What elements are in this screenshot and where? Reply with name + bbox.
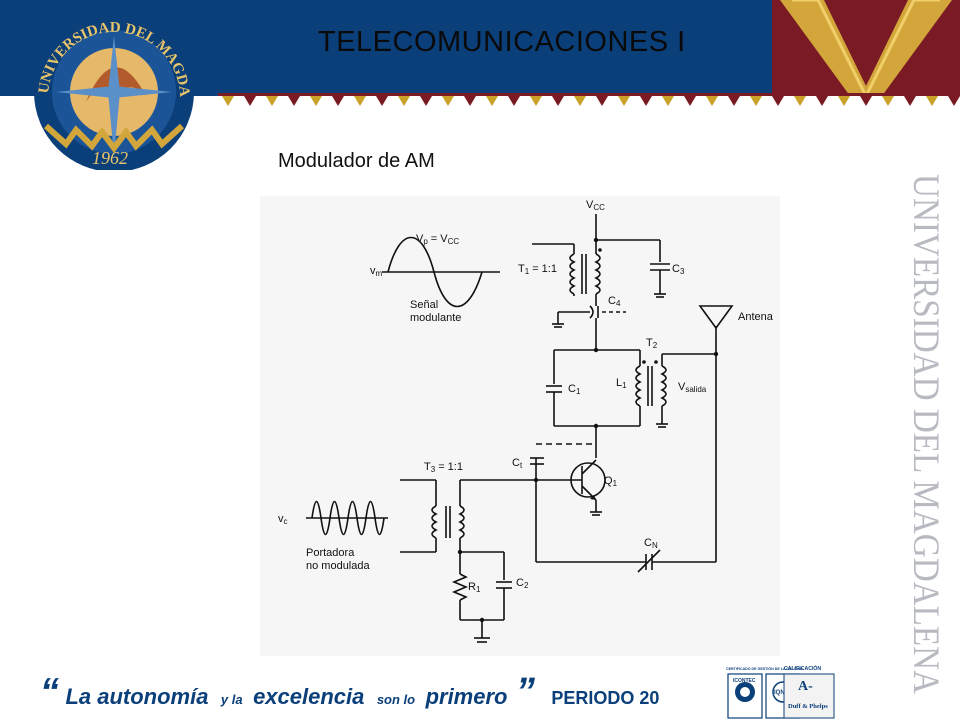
cert-title: CERTIFICADO DE GESTIÓN DE LA CALIDAD [726,666,803,671]
band-triangle [310,96,322,106]
band-triangle [288,96,300,106]
label-c1: C1 [568,383,581,396]
label-no-modulada: no modulada [306,560,370,572]
slogan-autonomia: La autonomía [65,684,208,709]
label-c4: C4 [608,295,621,308]
band-triangle [266,96,278,106]
label-portadora: Portadora [306,547,355,559]
band-triangle [574,96,586,106]
band-triangle [464,96,476,106]
l1-inductor [635,365,642,407]
t3-primary-coil [431,505,438,539]
slogan-y-la: y la [220,692,243,707]
band-triangle [750,96,762,106]
label-l1: L1 [616,377,627,390]
band-triangle [794,96,806,106]
rating-title: CALIFICACIÓN [784,664,821,672]
slide-subtitle: Modulador de AM [278,150,435,172]
label-modulante: modulante [410,312,461,324]
c4-capacitor [589,305,594,319]
slogan-primero: primero [425,684,508,709]
band-triangle [816,96,828,106]
band-triangle [222,96,234,106]
label-q1: Q1 [604,475,618,488]
university-logo: UNIVERSIDAD DEL MAGDALENA 1962 [26,6,194,170]
am-modulator-circuit: VCC Vp= VCC vm Señal modulante T1= 1:1 C… [278,199,774,643]
band-triangle [926,96,938,106]
page-title: TELECOMUNICACIONES I [318,26,686,58]
band-triangle [904,96,916,106]
antenna-symbol [698,305,734,330]
cert-iqnet: IQNet [774,690,790,696]
svg-text:“ La autonomía y la: “ La autonomía y la excelencia son lo pr… [40,672,660,713]
band-triangle [354,96,366,106]
r1-resistor [451,573,469,601]
circuit-background [260,196,780,656]
modulating-signal-wave [387,236,483,308]
band-triangle [442,96,454,106]
band-triangle [860,96,872,106]
band-triangle [332,96,344,106]
band-triangle [838,96,850,106]
vertical-university-name: UNIVERSIDAD DEL MAGDALENA [906,174,946,694]
rating-value: A- [798,679,813,694]
label-senal: Señal [410,299,438,311]
t1-secondary-coil [594,253,601,295]
band-triangle [706,96,718,106]
band-triangle [420,96,432,106]
logo-year: 1962 [92,148,128,168]
label-t1: T1= 1:1 [518,263,557,276]
cert-icontec: ICONTEC [733,678,756,684]
label-t2: T2 [646,337,658,350]
band-triangle [486,96,498,106]
university-v-emblem [772,0,960,96]
label-vp: Vp= VCC [416,233,459,246]
label-r1: R1 [468,581,481,594]
band-triangle [596,96,608,106]
band-triangle [398,96,410,106]
band-triangle [244,96,256,106]
slogan-son-lo: son lo [377,692,415,707]
band-triangle [882,96,894,106]
label-antena: Antena [738,311,774,323]
band-triangle [376,96,388,106]
footer-slogan: “ La autonomía y la excelencia son lo pr… [40,672,660,713]
slogan-quote-close: ” [516,672,535,713]
band-triangle [948,96,960,106]
t2-secondary-coil [660,365,667,407]
t1-primary-coil [569,253,576,295]
slogan-quote-open: “ [40,672,59,713]
header-decorative-band [218,93,960,107]
band-triangle [728,96,740,106]
carrier-signal-wave [311,500,385,536]
band-triangle [618,96,630,106]
band-triangle [662,96,674,106]
label-c3: C3 [672,263,685,276]
label-vcc: VCC [586,199,605,212]
band-triangle [552,96,564,106]
credit-rating-badge: CALIFICACIÓN A- Duff & Phelps [783,664,835,719]
band-triangle [684,96,696,106]
label-vm: vm [370,265,383,278]
rating-agency: Duff & Phelps [788,703,828,710]
label-c2: C2 [516,577,529,590]
vertical-text-label: UNIVERSIDAD DEL MAGDALENA [906,174,946,694]
slogan-excelencia: excelencia [253,684,364,709]
band-triangle [772,96,784,106]
band-triangle [508,96,520,106]
slogan-periodo: PERIODO 2008–2012 [551,688,660,708]
label-cn: CN [644,537,658,550]
label-vsalida: Vsalida [678,381,707,394]
band-triangle [530,96,542,106]
label-t3: T3= 1:1 [424,461,463,474]
band-triangle [640,96,652,106]
label-ct: Ct [512,457,523,470]
t3-secondary-coil [458,505,465,539]
label-vc: vc [278,513,288,526]
